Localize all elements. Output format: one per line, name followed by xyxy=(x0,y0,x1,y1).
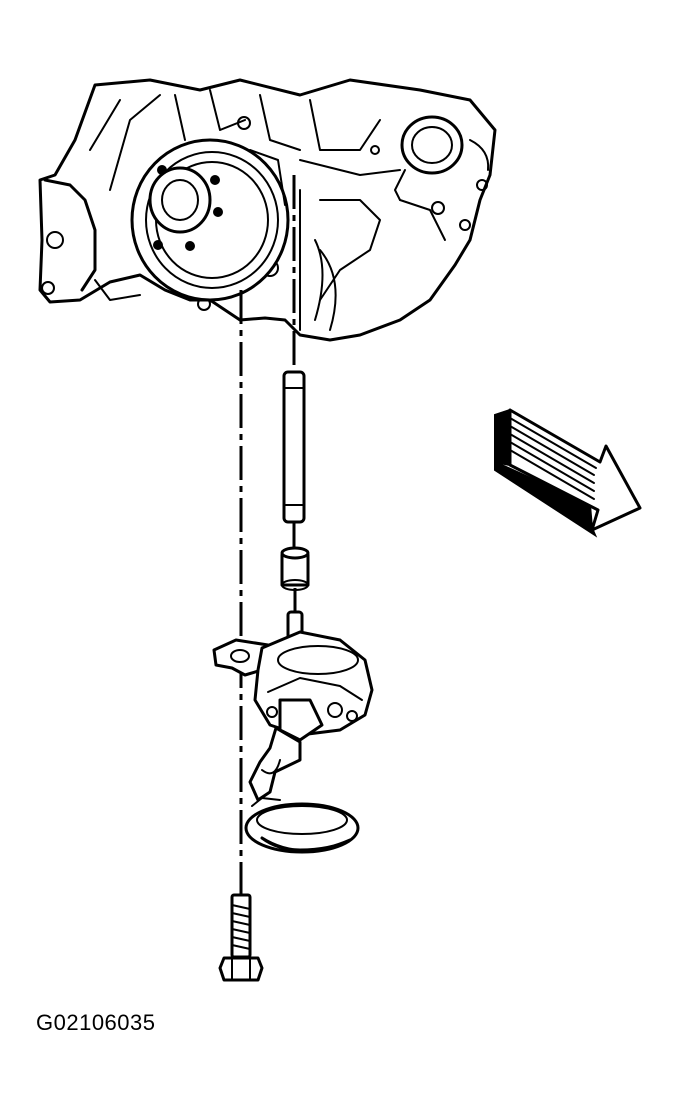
figure-code-label: G02106035 xyxy=(36,1010,156,1035)
shaft-coupler-icon xyxy=(280,546,310,591)
oil-pump-pickup-icon xyxy=(212,610,374,854)
mounting-bolt-icon xyxy=(218,893,264,982)
crankshaft-pulley-icon xyxy=(130,138,290,302)
front-direction-arrow-icon xyxy=(494,408,642,538)
oil-pump-drive-shaft-icon xyxy=(282,370,306,524)
